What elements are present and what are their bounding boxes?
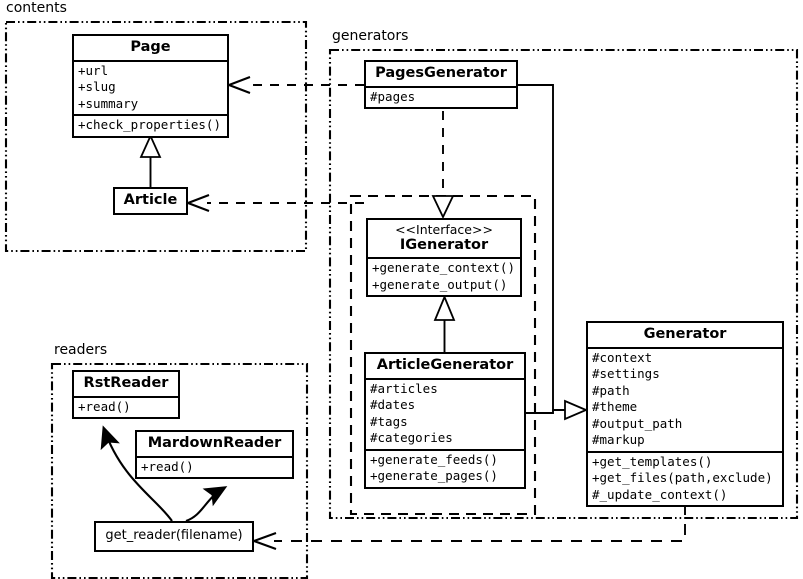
package-label-contents: contents (4, 0, 69, 16)
class-attributes-generator: #context #settings #path #theme #output_… (588, 346, 782, 451)
operation: +get_templates() (592, 453, 713, 469)
class-name-generator: Generator (643, 326, 727, 342)
class-name-article-generator: ArticleGenerator (376, 357, 514, 373)
class-name-page: Page (130, 39, 171, 55)
operation: +read() (78, 398, 131, 414)
attribute: +slug (78, 79, 116, 95)
class-box-rst-reader[interactable]: RstReader +read() (72, 370, 180, 420)
attribute: #theme (592, 399, 638, 415)
attribute: #categories (370, 430, 453, 446)
class-operations-generator: +get_templates() +get_files(path,exclude… (588, 450, 782, 506)
class-box-article[interactable]: Article (113, 187, 188, 215)
attribute: #output_path (592, 415, 683, 431)
edge-articlegenerator-inherits-generator (526, 410, 554, 414)
class-name-mardown-reader: MardownReader (147, 435, 282, 451)
operation: +generate_feeds() (370, 451, 498, 467)
attribute: #context (592, 349, 653, 365)
attribute: #pages (370, 88, 416, 104)
operation: +get_files(path,exclude) (592, 470, 773, 486)
class-operations-rst-reader: +read() (74, 395, 178, 418)
attribute: #markup (592, 432, 645, 448)
operation: +read() (141, 458, 194, 474)
attribute: +url (78, 62, 109, 78)
operation: +generate_pages() (370, 468, 498, 484)
operation: +generate_context() (372, 260, 515, 276)
class-name-pages-generator: PagesGenerator (375, 65, 507, 81)
attribute: #dates (370, 397, 416, 413)
edge-generator-depends-get-reader (253, 504, 686, 550)
class-box-pages-generator[interactable]: PagesGenerator #pages (364, 60, 518, 110)
class-operations-page: +check_properties() (74, 114, 227, 136)
class-box-generator[interactable]: Generator #context #settings #path #them… (586, 321, 784, 508)
class-operations-mardown-reader: +read() (137, 455, 292, 478)
class-name-article: Article (123, 192, 178, 208)
class-attributes-page: +url +slug +summary (74, 59, 227, 115)
edge-article-inherits-page (139, 133, 162, 187)
class-box-article-generator[interactable]: ArticleGenerator #articles #dates #tags … (364, 352, 526, 489)
edge-pagesgenerator-inherits-generator (518, 84, 589, 421)
class-name-rst-reader: RstReader (83, 375, 169, 391)
attribute: #articles (370, 380, 438, 396)
class-attributes-pages-generator: #pages (366, 85, 516, 108)
class-operations-article-generator: +generate_feeds() +generate_pages() (366, 448, 524, 487)
function-box-get-reader[interactable]: get_reader(filename) (94, 521, 254, 552)
attribute: #path (592, 382, 630, 398)
package-label-readers: readers (52, 342, 110, 358)
attribute: #tags (370, 413, 408, 429)
class-box-mardown-reader[interactable]: MardownReader +read() (135, 430, 294, 480)
edge-pagesgenerator-depends-page (228, 76, 364, 94)
class-box-igenerator[interactable]: <<Interface>> IGenerator +generate_conte… (366, 218, 522, 298)
attribute: #settings (592, 366, 660, 382)
operation: +generate_output() (372, 276, 508, 292)
edge-articlegenerator-realizes-igenerator (433, 294, 456, 352)
edge-pagesgenerator-realizes-igenerator (431, 111, 455, 220)
edge-get-reader-creates-mardownreader (185, 486, 228, 522)
package-label-generators: generators (330, 28, 411, 44)
operation: +check_properties() (78, 117, 221, 133)
attribute: +summary (78, 95, 139, 111)
class-attributes-article-generator: #articles #dates #tags #categories (366, 377, 524, 449)
class-stereotype-igenerator: <<Interface>> (395, 222, 493, 237)
operation: #_update_context() (592, 486, 728, 502)
class-name-igenerator: <<Interface>> IGenerator (368, 220, 520, 257)
class-box-page[interactable]: Page +url +slug +summary +check_properti… (72, 34, 229, 138)
edge-articlegenerator-depends-article (187, 194, 364, 212)
class-title-igenerator: IGenerator (399, 236, 489, 253)
class-operations-igenerator: +generate_context() +generate_output() (368, 257, 520, 295)
function-name-get-reader: get_reader(filename) (105, 528, 243, 543)
